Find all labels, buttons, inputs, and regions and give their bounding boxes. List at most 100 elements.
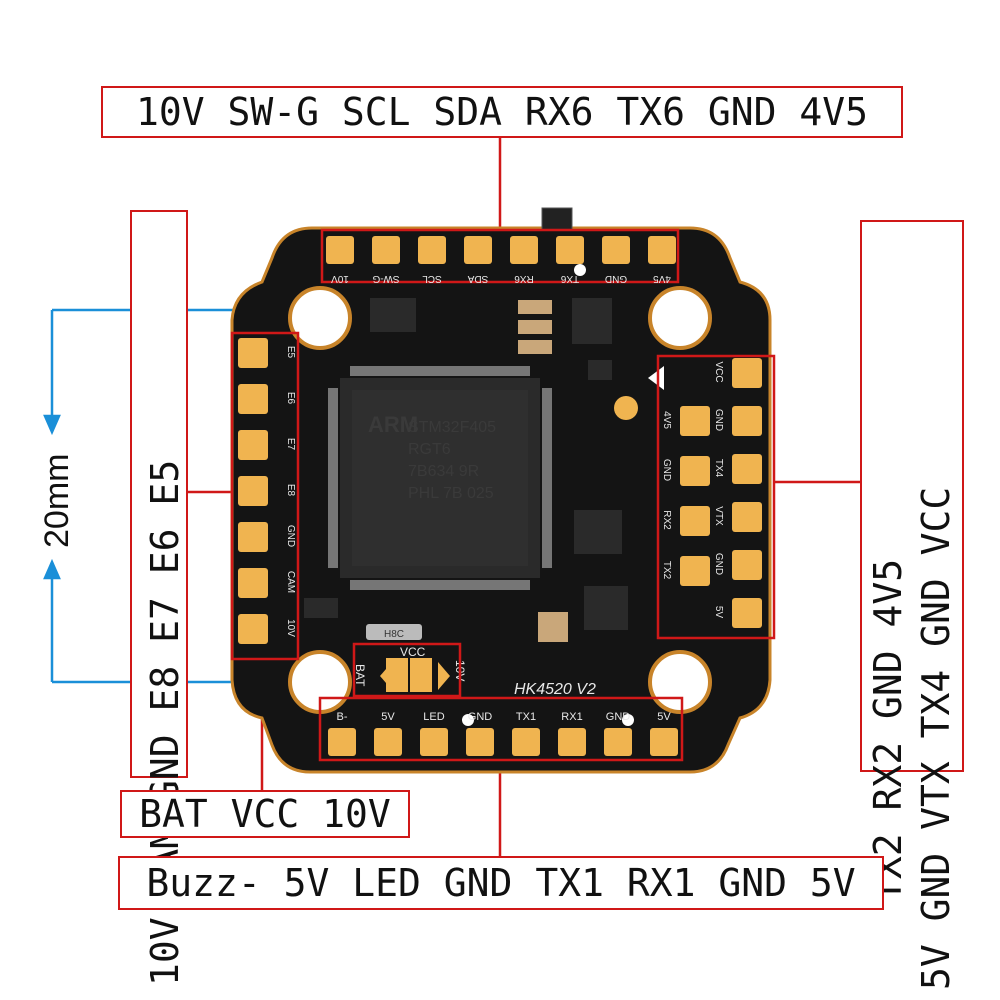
bat-label-bat: BAT: [353, 664, 367, 687]
osd-ic: [584, 586, 628, 630]
transistor: [304, 598, 338, 618]
boot-switch: [541, 207, 573, 231]
left-pad: [238, 338, 268, 368]
top-pad-label: SDA: [467, 273, 488, 284]
bottom-pad: [374, 728, 402, 756]
left-callout: 10V CAM GND E8 E7 E6 E5: [130, 210, 188, 986]
top-callout-text: 10V SW-G SCL SDA RX6 TX6 GND 4V5: [135, 90, 869, 134]
left-pad-label: E6: [285, 392, 296, 405]
bottom-pad: [512, 728, 540, 756]
right-outer-pad-label: GND: [713, 553, 724, 575]
mcu-brand: ARM: [368, 412, 418, 437]
right-inner-pad: [680, 556, 710, 586]
bottom-pad: [604, 728, 632, 756]
top-pad: [326, 236, 354, 264]
right-outer-pad: [732, 406, 762, 436]
dimension-arrow-down: [43, 414, 61, 436]
right-inner-pad: [680, 406, 710, 436]
top-pad-label: 4V5: [653, 273, 671, 284]
top-pad-label: SCL: [422, 273, 442, 284]
top-pad-label: 10V: [331, 273, 349, 284]
bat-pad-group: [352, 642, 462, 698]
right-outer-pad-label: TX4: [713, 459, 724, 478]
right-inner-pad-label: 4V5: [661, 411, 672, 429]
mount-hole-top-left: [288, 286, 352, 350]
top-pad-label: TX6: [560, 273, 579, 284]
mcu-line-1: STM32F405: [408, 419, 496, 436]
right-outer-pad: [732, 550, 762, 580]
capacitor-1: [518, 300, 552, 314]
right-outer-pad-label: VTX: [713, 506, 724, 526]
power-ic: [572, 298, 612, 344]
bottom-pad: [328, 728, 356, 756]
right-pad-group: [656, 354, 776, 640]
bottom-pad-label: 5V: [381, 711, 395, 723]
right-outer-pad: [732, 502, 762, 532]
top-pad: [556, 236, 584, 264]
right-callout-col2: 5V GND VTX TX4 GND VCC: [914, 486, 958, 990]
right-inner-pad-label: GND: [661, 459, 672, 481]
mcu-line-2: RGT6: [408, 441, 451, 458]
right-outer-pad: [732, 358, 762, 388]
bottom-pad-label: 5V: [657, 711, 671, 723]
top-pad-label: SW-G: [372, 273, 399, 284]
bottom-pad-label: GND: [468, 711, 493, 723]
right-inner-pad-label: RX2: [661, 510, 672, 530]
test-pad-1: [614, 396, 638, 420]
right-inner-pad-label: TX2: [661, 561, 672, 580]
capacitor-3: [518, 340, 552, 354]
bottom-callout: Buzz- 5V LED GND TX1 RX1 GND 5V: [118, 856, 884, 910]
right-outer-pad-label: 5V: [713, 606, 724, 619]
mcu-line-4: PHL 7B 025: [408, 485, 494, 502]
left-pad: [238, 568, 268, 598]
top-pad-label: GND: [605, 273, 627, 284]
flight-controller-board: ARM STM32F405 RGT6 7B634 9R PHL 7B 025 H…: [230, 207, 772, 774]
right-inner-pad: [680, 456, 710, 486]
top-pad: [464, 236, 492, 264]
left-pad-label: E5: [285, 346, 296, 359]
via-top: [574, 264, 586, 276]
top-pad: [510, 236, 538, 264]
mount-hole-top-right: [648, 286, 712, 350]
capacitor-2: [518, 320, 552, 334]
right-callout: TX2 RX2 GND 4V5 5V GND VTX TX4 GND VCC: [860, 220, 964, 990]
bottom-pad: [466, 728, 494, 756]
left-pad-label: 10V: [285, 619, 296, 637]
bottom-pad-label: TX1: [516, 711, 536, 723]
bottom-pad: [420, 728, 448, 756]
right-outer-pad-label: VCC: [713, 361, 724, 382]
bottom-pad: [558, 728, 586, 756]
top-pad: [418, 236, 446, 264]
left-pad: [238, 476, 268, 506]
orientation-arrow: [648, 366, 664, 390]
regulator-chip: [370, 298, 416, 332]
dimension-arrow-up: [43, 558, 61, 580]
bat-callout-text: BAT VCC 10V: [139, 792, 391, 836]
bottom-pad-group: [318, 696, 684, 762]
bottom-pad: [650, 728, 678, 756]
top-pad: [602, 236, 630, 264]
right-outer-pad: [732, 454, 762, 484]
via-bottom-1: [462, 714, 474, 726]
top-callout: 10V SW-G SCL SDA RX6 TX6 GND 4V5: [101, 86, 903, 138]
left-pad-group: [230, 331, 300, 661]
small-ic: [588, 360, 612, 380]
mcu-line-3: 7B634 9R: [408, 463, 479, 480]
left-pad-label: E7: [285, 438, 296, 451]
dimension-label: 20mm: [38, 453, 76, 548]
right-outer-pad-label: GND: [713, 409, 724, 431]
driver-ic: [574, 510, 622, 554]
top-pad: [372, 236, 400, 264]
top-pad-group: [320, 228, 680, 284]
bottom-callout-text: Buzz- 5V LED GND TX1 RX1 GND 5V: [146, 861, 856, 905]
bottom-pad-label: RX1: [561, 711, 582, 723]
left-pad-label: E8: [285, 484, 296, 497]
left-pad: [238, 384, 268, 414]
left-pad: [238, 430, 268, 460]
left-pad-label: GND: [285, 525, 296, 547]
